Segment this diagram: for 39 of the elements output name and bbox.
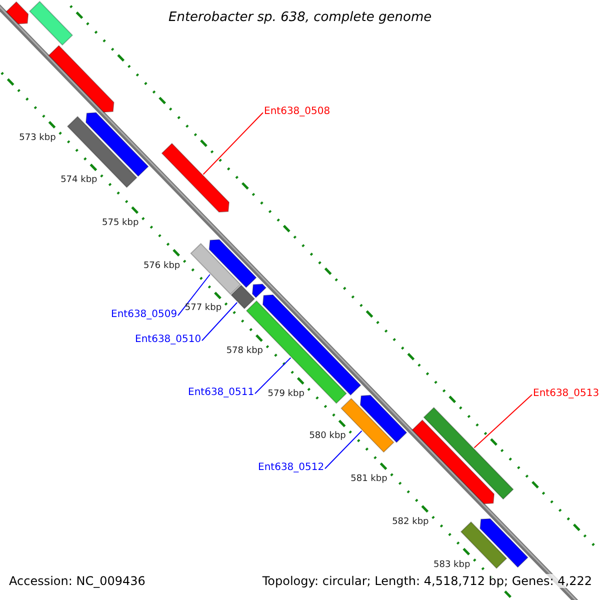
footer-text: Accession: NC_009436 — [9, 574, 146, 588]
leader-line — [202, 302, 238, 342]
scale-label: 575 kbp — [102, 218, 139, 228]
gene-label: Ent638_0510 — [135, 334, 202, 345]
gene-label: Ent638_0508 — [264, 106, 330, 117]
leader-line — [474, 394, 532, 448]
scale-label: 582 kbp — [392, 516, 429, 527]
gene-feature — [412, 419, 495, 504]
gene-block — [423, 406, 514, 500]
scale-label: 581 kbp — [350, 474, 388, 484]
scale-label: 580 kbp — [309, 431, 346, 442]
gene-feature — [262, 294, 362, 396]
gene-feature — [6, 1, 29, 24]
footer-text: Topology: circular; Length: 4,518,712 bp; Genes: 4,222 — [262, 574, 592, 588]
gene-label: Ent638_0512 — [258, 462, 324, 473]
gene-feature — [85, 112, 149, 177]
gene-feature — [360, 394, 408, 444]
gene-block — [28, 0, 74, 46]
scale-label: 574 kbp — [60, 175, 98, 186]
leader-line — [324, 430, 362, 470]
gene-feature — [480, 518, 528, 568]
scale-label: 583 kbp — [434, 560, 470, 570]
gene-label: Ent638_0511 — [188, 387, 254, 398]
gene-feature — [208, 239, 257, 288]
gene-block — [230, 284, 256, 310]
gene-label: Ent638_0509 — [111, 309, 178, 320]
leader-line — [178, 274, 210, 316]
gene-block — [190, 242, 242, 295]
gene-feature — [48, 44, 114, 113]
scale-label: 578 kbp — [226, 346, 264, 356]
scale-label: 579 kbp — [268, 388, 304, 399]
gene-label: Ent638_0513 — [533, 388, 600, 399]
scale-label: 573 kbp — [19, 132, 56, 143]
leader-line — [254, 357, 292, 394]
leader-line — [202, 112, 264, 175]
title: Enterobacter sp. 638, complete genome — [168, 10, 432, 25]
scale-label: 576 kbp — [143, 260, 180, 271]
scale-label: 577 kbp — [184, 303, 222, 314]
gene-feature — [161, 142, 230, 213]
